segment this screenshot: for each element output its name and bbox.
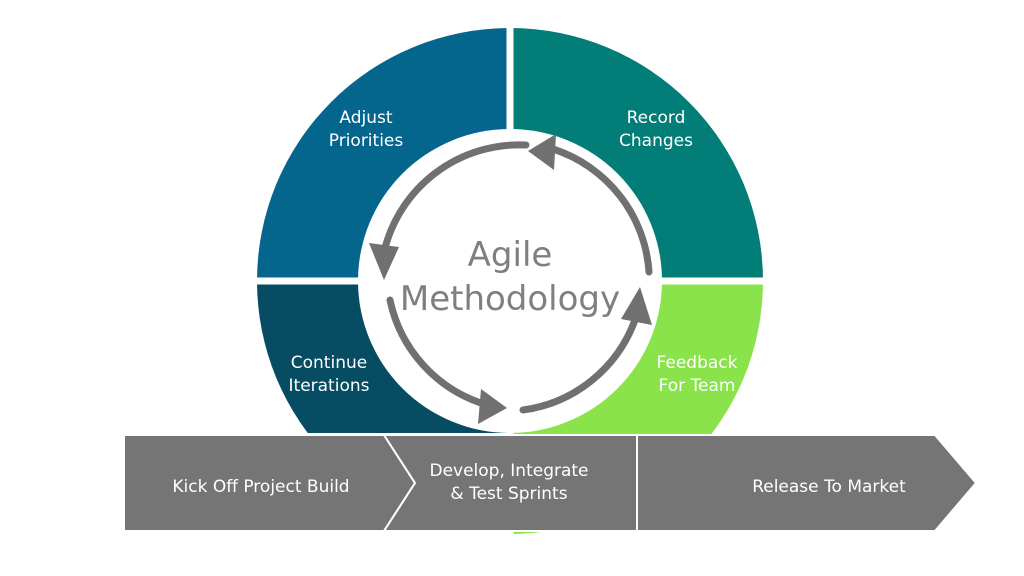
quadrant-label-adjust: Adjust [339,108,392,128]
stage-label-release: Release To Market [752,477,906,497]
stage-release [636,434,978,532]
quadrant-label-feedback: Feedback [657,353,738,373]
arrowhead-left [369,243,399,280]
stage-label-develop-line2: & Test Sprints [450,484,567,504]
quadrant-label-iterations: Iterations [289,376,370,396]
center-title-line1: Agile [468,235,553,275]
quadrant-label-priorities: Priorities [329,131,404,151]
center-title-line2: Methodology [400,279,620,319]
stage-label-kick-off: Kick Off Project Build [172,477,349,497]
quadrant-label-record: Record [627,108,686,128]
quadrant-label-for-team: For Team [659,376,736,396]
quadrant-label-continue: Continue [291,353,367,373]
arrowhead-right [621,287,652,325]
arrowhead-bottom [478,389,507,424]
quadrant-label-changes: Changes [619,131,693,151]
stage-develop-integrate-test [382,434,638,532]
circular-arrows-icon [380,141,653,414]
arrowhead-top [528,134,556,170]
center-disc [358,129,662,433]
stage-label-develop-line1: Develop, Integrate [429,461,588,481]
stage-bar: Kick Off Project Build Develop, Integrat… [123,434,978,532]
arrowheads [369,134,652,424]
